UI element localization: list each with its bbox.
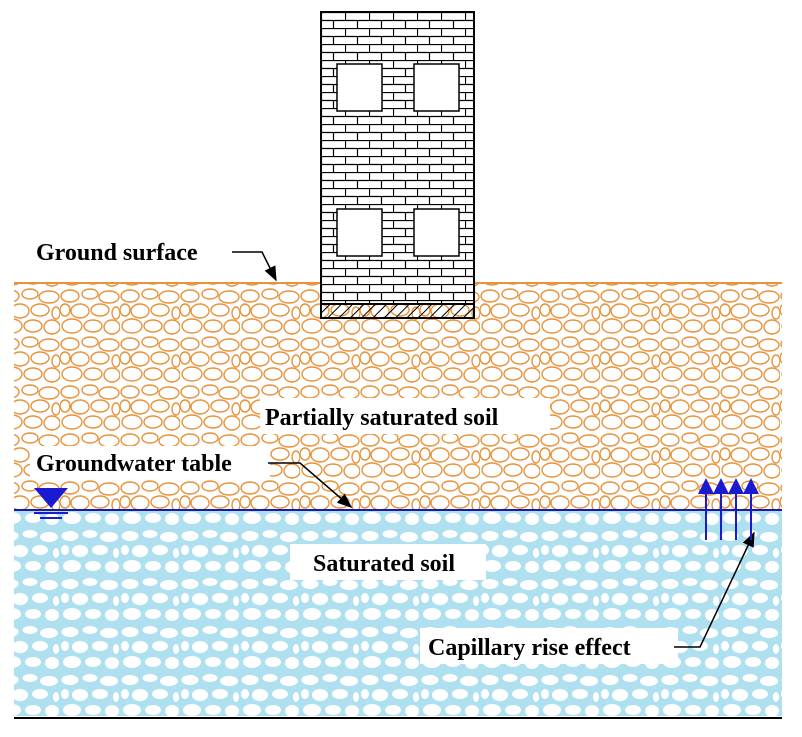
building-window [336, 63, 383, 112]
capillary-rise-leader [674, 531, 755, 648]
groundwater-table-leader [268, 462, 353, 508]
saturated-soil-layer [14, 510, 782, 716]
ground-surface-label: Ground surface [36, 240, 198, 266]
building [320, 11, 475, 319]
building-window [413, 208, 460, 257]
partially-saturated-soil-label: Partially saturated soil [265, 405, 499, 431]
building-window [413, 63, 460, 112]
groundwater-table-label: Groundwater table [36, 451, 232, 477]
ground-surface-leader [232, 251, 277, 282]
water-table-symbol [34, 488, 68, 519]
capillary-rise-label: Capillary rise effect [428, 635, 631, 661]
saturated-soil-label: Saturated soil [313, 551, 455, 577]
building-window [336, 208, 383, 257]
capillary-rise-arrows [698, 478, 759, 540]
building-foundation [320, 303, 475, 319]
